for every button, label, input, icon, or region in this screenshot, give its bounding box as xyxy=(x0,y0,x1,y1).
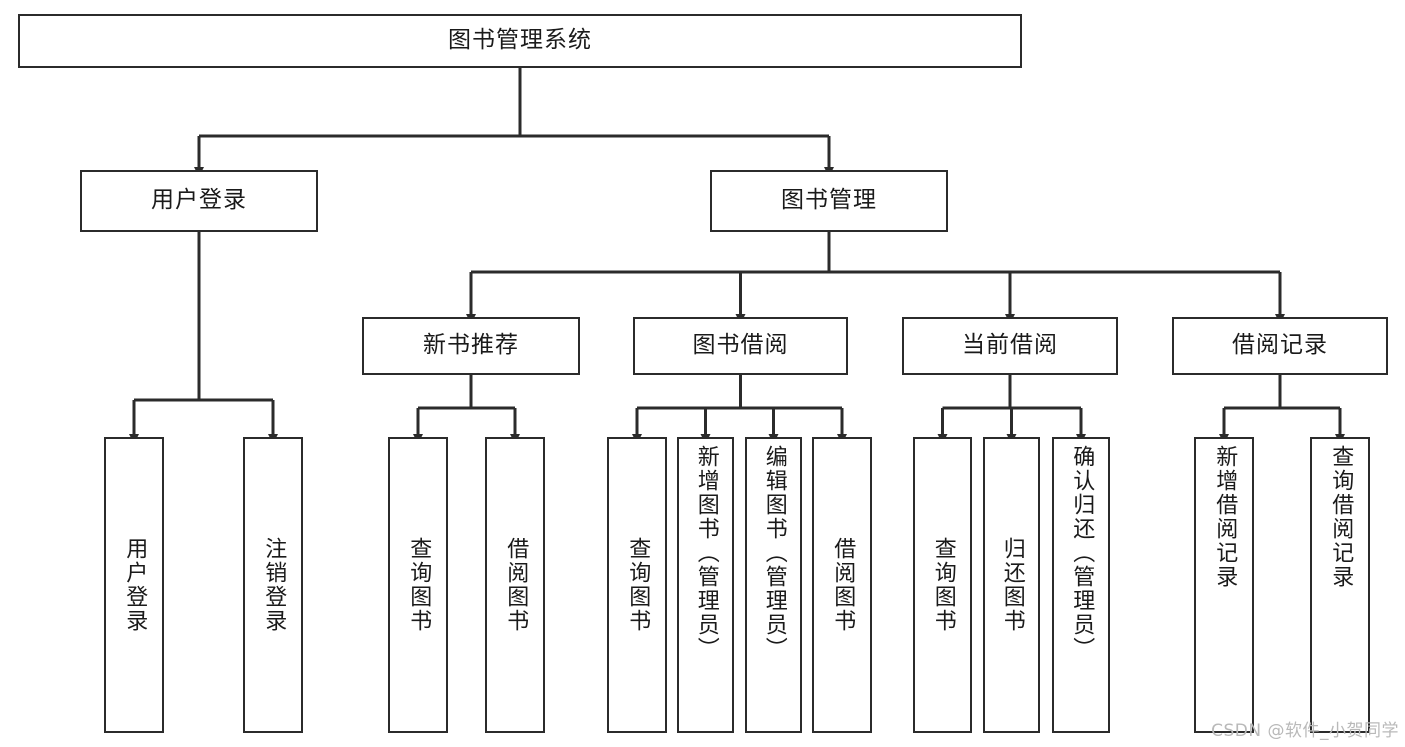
node-label: 借阅图书 xyxy=(830,537,856,633)
node-label: 图书管理 xyxy=(781,187,877,214)
node-label: 查询图书 xyxy=(930,537,956,633)
node-new-book-recommend[interactable]: 新书推荐 xyxy=(362,317,580,375)
node-leaf-add-book-admin[interactable]: 新增图书（管理员） xyxy=(677,437,734,733)
node-leaf-add-borrow-record[interactable]: 新增借阅记录 xyxy=(1194,437,1254,733)
node-label: 查询借阅记录 xyxy=(1328,445,1354,589)
node-label: 查询图书 xyxy=(406,537,432,633)
node-leaf-borrow-book-bor[interactable]: 借阅图书 xyxy=(812,437,872,733)
csdn-watermark: CSDN @软件_小贺同学 xyxy=(1211,721,1399,741)
node-label: 编辑图书（管理员） xyxy=(761,445,787,661)
node-leaf-borrow-book-rec[interactable]: 借阅图书 xyxy=(485,437,545,733)
node-label: 当前借阅 xyxy=(962,332,1058,359)
node-leaf-confirm-return-admin[interactable]: 确认归还（管理员） xyxy=(1052,437,1110,733)
node-book-borrow[interactable]: 图书借阅 xyxy=(633,317,848,375)
node-label: 新增借阅记录 xyxy=(1212,445,1238,589)
node-leaf-return-book[interactable]: 归还图书 xyxy=(983,437,1040,733)
node-label: 新增图书（管理员） xyxy=(693,445,719,661)
node-label: 图书管理系统 xyxy=(448,27,592,54)
node-leaf-user-logout[interactable]: 注销登录 xyxy=(243,437,303,733)
node-label: 新书推荐 xyxy=(423,332,519,359)
node-label: 借阅图书 xyxy=(503,537,529,633)
node-label: 用户登录 xyxy=(122,537,148,633)
node-label: 查询图书 xyxy=(625,537,651,633)
node-borrow-record[interactable]: 借阅记录 xyxy=(1172,317,1388,375)
node-label: 确认归还（管理员） xyxy=(1069,445,1095,661)
node-leaf-query-book-rec[interactable]: 查询图书 xyxy=(388,437,448,733)
node-leaf-query-book-bor[interactable]: 查询图书 xyxy=(607,437,667,733)
node-leaf-user-login[interactable]: 用户登录 xyxy=(104,437,164,733)
node-label: 图书借阅 xyxy=(692,332,789,359)
node-label: 归还图书 xyxy=(999,537,1025,633)
node-label: 借阅记录 xyxy=(1232,332,1328,359)
node-label: 用户登录 xyxy=(151,187,247,214)
node-book-manage[interactable]: 图书管理 xyxy=(710,170,948,232)
node-label: 注销登录 xyxy=(261,537,287,633)
node-current-borrow[interactable]: 当前借阅 xyxy=(902,317,1118,375)
node-leaf-query-borrow-record[interactable]: 查询借阅记录 xyxy=(1310,437,1370,733)
node-leaf-edit-book-admin[interactable]: 编辑图书（管理员） xyxy=(745,437,802,733)
node-root[interactable]: 图书管理系统 xyxy=(18,14,1022,68)
node-leaf-query-book-cur[interactable]: 查询图书 xyxy=(913,437,972,733)
node-user-login[interactable]: 用户登录 xyxy=(80,170,318,232)
